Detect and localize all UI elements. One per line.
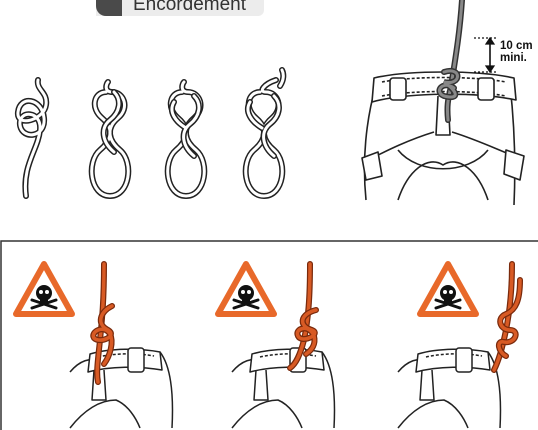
harness-tie-in-illustration — [338, 0, 538, 215]
incorrect-example-1 — [16, 264, 173, 428]
knot-step-3 — [168, 82, 205, 196]
warning-skull-icon — [16, 264, 72, 314]
warning-skull-icon — [420, 264, 476, 314]
min-length-qualifier: mini. — [500, 52, 533, 64]
min-length-value: 10 cm — [500, 40, 533, 52]
min-length-label: 10 cm mini. — [500, 40, 533, 64]
figure-eight-knot-steps — [0, 0, 320, 200]
incorrect-example-2 — [218, 264, 335, 428]
knot-step-1 — [18, 80, 46, 196]
knot-step-2 — [92, 82, 129, 196]
incorrect-example-3 — [398, 264, 520, 428]
warning-skull-icon — [218, 264, 274, 314]
incorrect-tie-in-panel — [0, 240, 538, 430]
knot-step-4 — [246, 70, 284, 196]
